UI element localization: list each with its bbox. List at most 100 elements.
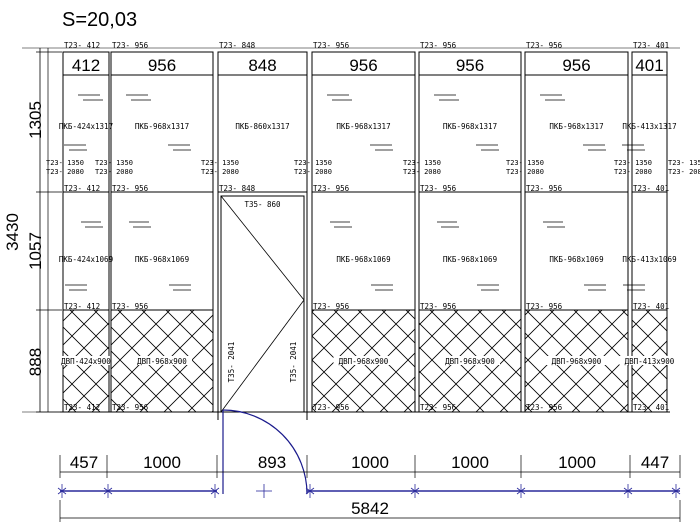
t-bot-label: Т23- 956 <box>313 403 350 412</box>
width-label: 401 <box>635 56 663 75</box>
t-bot-label: Т23- 412 <box>64 403 100 412</box>
t-top-label: Т23- 956 <box>420 41 457 50</box>
t-bot-label: Т23- 956 <box>526 403 563 412</box>
lower-label-bg <box>440 356 500 365</box>
post-label-bottom: Т23- 2080 <box>95 168 133 176</box>
upper-panel-label: ПКБ-968х1317 <box>135 122 189 131</box>
t-mid-label: Т23- 956 <box>313 184 350 193</box>
t-top-label: Т23- 956 <box>313 41 350 50</box>
t-low-label: Т23- 956 <box>420 302 457 311</box>
middle-panel-label: ПКБ-968х1069 <box>135 255 189 264</box>
middle-panel-label: ПКБ-968х1069 <box>336 255 390 264</box>
upper-panel-label: ПКБ-860х1317 <box>235 122 289 131</box>
t-bot-label: Т23- 956 <box>420 403 457 412</box>
t-mid-label: Т23- 401 <box>633 184 669 193</box>
middle-panel <box>62 191 110 311</box>
middle-panel <box>311 191 416 311</box>
post-label-top: Т23- 1350 <box>201 159 239 167</box>
post-label-top: Т23- 1350 <box>403 159 441 167</box>
t-top-label: Т23- 401 <box>633 41 669 50</box>
t-top-label: Т23- 956 <box>112 41 149 50</box>
post-label-bottom: Т23- 2080 <box>506 168 544 176</box>
door-left-label: Т35- 2041 <box>227 342 236 383</box>
lower-label-bg <box>56 356 116 365</box>
area-title: S=20,03 <box>62 9 137 31</box>
lower-panel-label: ДВП-968х900 <box>552 357 602 366</box>
door-top-label: Т35- 860 <box>244 200 281 209</box>
t-mid-label: Т23- 956 <box>526 184 563 193</box>
lower-label-bg <box>333 356 394 365</box>
post-label-top: Т23- 1350 <box>294 159 332 167</box>
upper-panel-label: ПКБ-968х1317 <box>443 122 497 131</box>
lower-label-bg <box>619 356 680 365</box>
height-segment-label: 1305 <box>26 101 45 139</box>
t-mid-label: Т23- 956 <box>112 184 149 193</box>
t-top-label: Т23- 848 <box>219 41 256 50</box>
post-label-top: Т23- 1350 <box>95 159 133 167</box>
width-label: 956 <box>456 56 484 75</box>
upper-panel <box>217 74 308 193</box>
door-swing-line <box>220 195 305 301</box>
post-label-bottom: Т23- 2080 <box>403 168 441 176</box>
lower-panel-label: ДВП-968х900 <box>445 357 495 366</box>
bottom-dimension-label: 893 <box>258 453 286 472</box>
t-mid-label: Т23- 848 <box>219 184 256 193</box>
height-total-label: 3430 <box>3 213 22 251</box>
width-label: 848 <box>248 56 276 75</box>
lower-label-bg <box>132 356 192 365</box>
t-low-label: Т23- 401 <box>633 302 669 311</box>
height-segment-label: 1057 <box>26 232 45 270</box>
height-segment-label: 888 <box>26 348 45 376</box>
bottom-dimension-label: 457 <box>70 453 98 472</box>
post-label-top: Т23- 1350 <box>506 159 544 167</box>
lower-panel-label: ДВП-424х900 <box>61 357 111 366</box>
door-leaf <box>220 195 305 413</box>
bottom-dimension-label: 1000 <box>143 453 181 472</box>
t-top-label: Т23- 956 <box>526 41 563 50</box>
middle-panel <box>418 191 522 311</box>
post-label-bottom: Т23- 2080 <box>294 168 332 176</box>
door-right-label: Т35- 2041 <box>289 342 298 383</box>
t-mid-label: Т23- 956 <box>420 184 457 193</box>
t-low-label: Т23- 956 <box>313 302 350 311</box>
t-mid-label: Т23- 412 <box>64 184 100 193</box>
total-width-label: 5842 <box>351 499 389 518</box>
door-swing-arc <box>222 409 308 495</box>
upper-panel-label: ПКБ-968х1317 <box>549 122 603 131</box>
post-label-top: Т23- 1350 <box>668 159 700 167</box>
width-label: 956 <box>562 56 590 75</box>
bottom-dimension-label: 1000 <box>451 453 489 472</box>
upper-panel-label: ПКБ-413х1317 <box>622 122 676 131</box>
bottom-dimension-label: 447 <box>641 453 669 472</box>
width-label: 412 <box>72 56 100 75</box>
lower-panel-label: ДВП-968х900 <box>339 357 389 366</box>
lower-panel-label: ДВП-968х900 <box>137 357 187 366</box>
width-label: 956 <box>349 56 377 75</box>
middle-panel <box>524 191 629 311</box>
t-bot-label: Т23- 401 <box>633 403 669 412</box>
middle-panel-label: ПКБ-968х1069 <box>443 255 497 264</box>
t-low-label: Т23- 956 <box>112 302 149 311</box>
t-low-label: Т23- 412 <box>64 302 100 311</box>
middle-panel-label: ПКБ-413х1069 <box>622 255 676 264</box>
upper-panel-label: ПКБ-424х1317 <box>59 122 113 131</box>
post-label-top: Т23- 1350 <box>46 159 84 167</box>
bottom-dimension-label: 1000 <box>351 453 389 472</box>
upper-panel-label: ПКБ-968х1317 <box>336 122 390 131</box>
post-label-top: Т23- 1350 <box>614 159 652 167</box>
t-low-label: Т23- 956 <box>526 302 563 311</box>
lower-label-bg <box>546 356 607 365</box>
post-label-bottom: Т23- 2080 <box>46 168 84 176</box>
middle-panel-label: ПКБ-424х1069 <box>59 255 113 264</box>
post-label-bottom: Т23- 2080 <box>201 168 239 176</box>
middle-panel-label: ПКБ-968х1069 <box>549 255 603 264</box>
bottom-dimension-label: 1000 <box>558 453 596 472</box>
middle-panel <box>631 191 668 311</box>
post-label-bottom: Т23- 2080 <box>668 168 700 176</box>
middle-panel <box>110 191 214 311</box>
lower-panel-label: ДВП-413х900 <box>625 357 675 366</box>
post-label-bottom: Т23- 2080 <box>614 168 652 176</box>
t-top-label: Т23- 412 <box>64 41 100 50</box>
